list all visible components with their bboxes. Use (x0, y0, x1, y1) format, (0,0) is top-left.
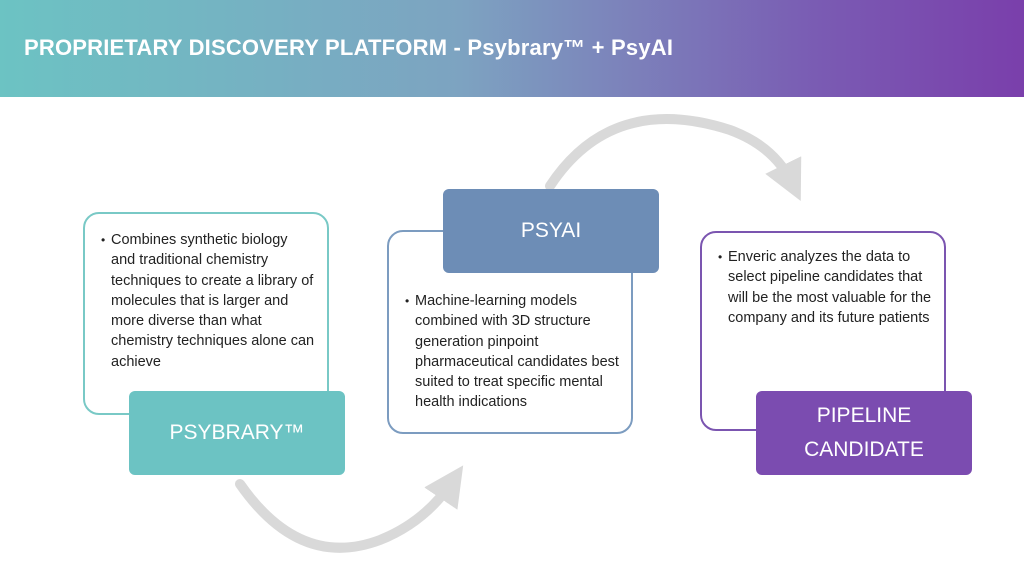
pipeline-bullet: Enveric analyzes the data to select pipe… (718, 247, 934, 328)
psybrary-label-box: PSYBRARY™ (129, 391, 345, 475)
psyai-label-box: PSYAI (443, 189, 659, 273)
page-title: PROPRIETARY DISCOVERY PLATFORM - Psybrar… (24, 35, 674, 60)
psyai-bullet: Machine-learning models combined with 3D… (405, 291, 619, 413)
psybrary-bullet: Combines synthetic biology and tradition… (101, 230, 315, 372)
psyai-label: PSYAI (520, 219, 582, 242)
pipeline-label-box: PIPELINE CANDIDATE (756, 391, 972, 475)
arrow-psybrary-to-psyai (235, 465, 464, 553)
arrow-psyai-to-pipeline (545, 114, 802, 201)
psybrary-description-card: Combines synthetic biology and tradition… (83, 212, 329, 415)
title-banner: PROPRIETARY DISCOVERY PLATFORM - Psybrar… (0, 0, 1024, 97)
pipeline-label: PIPELINE CANDIDATE (804, 404, 924, 461)
psybrary-label: PSYBRARY™ (169, 421, 305, 444)
